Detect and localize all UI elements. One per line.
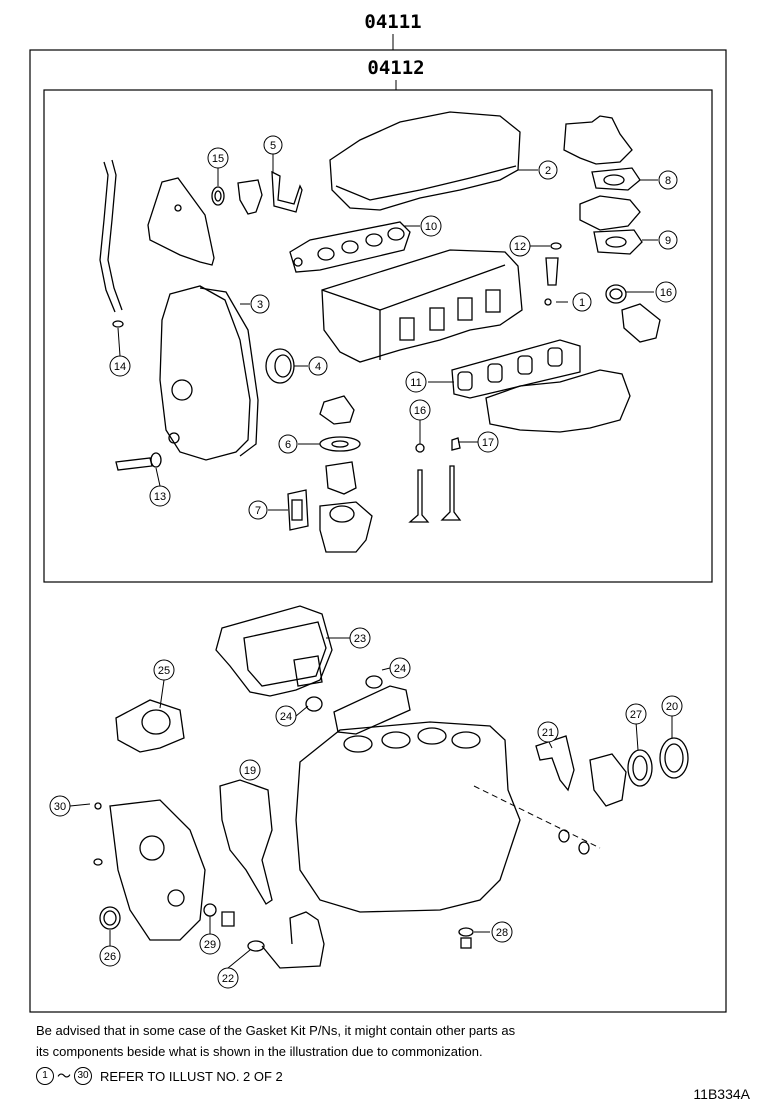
advisory-note-line-1: Be advised that in some case of the Gask… (36, 1023, 516, 1038)
drawing-id: 11B334A (693, 1086, 750, 1102)
svg-text:4: 4 (315, 361, 321, 373)
callout-24-upper: 24 (389, 657, 411, 679)
callout-25: 25 (153, 659, 175, 681)
callout-9: 9 (658, 230, 678, 250)
svg-text:23: 23 (354, 633, 366, 645)
callout-2: 2 (538, 160, 558, 180)
callout-30: 30 (49, 795, 71, 817)
outer-kit-frame (29, 49, 727, 1013)
callout-22: 22 (217, 967, 239, 989)
callout-5: 5 (263, 135, 283, 155)
svg-text:22: 22 (222, 973, 234, 985)
svg-text:15: 15 (212, 153, 224, 165)
svg-text:21: 21 (542, 727, 554, 739)
callout-16-lower: 16 (409, 399, 431, 421)
svg-text:5: 5 (270, 140, 276, 152)
callout-4: 4 (308, 356, 328, 376)
svg-text:14: 14 (114, 361, 126, 373)
callout-27: 27 (625, 703, 647, 725)
svg-text:13: 13 (154, 491, 166, 503)
svg-text:29: 29 (204, 939, 216, 951)
range-end-callout: 30 (74, 1067, 92, 1085)
svg-text:25: 25 (158, 665, 170, 677)
svg-text:9: 9 (665, 235, 671, 247)
callout-6: 6 (278, 434, 298, 454)
svg-text:17: 17 (482, 437, 494, 449)
upper-parts-art (99, 111, 661, 553)
svg-text:24: 24 (394, 663, 406, 675)
callout-11: 11 (405, 371, 427, 393)
svg-text:28: 28 (496, 927, 508, 939)
callout-23: 23 (349, 627, 371, 649)
callout-3: 3 (250, 294, 270, 314)
svg-text:30: 30 (54, 801, 66, 813)
callout-24-lower: 24 (275, 705, 297, 727)
svg-text:26: 26 (104, 951, 116, 963)
refer-note: 1 ～ 30 REFER TO ILLUST NO. 2 OF 2 (36, 1066, 283, 1086)
svg-text:6: 6 (285, 439, 291, 451)
inner-part-number: 04112 (367, 57, 424, 79)
callout-17: 17 (477, 431, 499, 453)
advisory-note-line-2: its components beside what is shown in t… (36, 1044, 483, 1059)
svg-text:24: 24 (280, 711, 292, 723)
refer-text: REFER TO ILLUST NO. 2 OF 2 (100, 1068, 283, 1084)
callout-21: 21 (537, 721, 559, 743)
svg-text:3: 3 (257, 299, 263, 311)
range-separator: ～ (57, 1068, 71, 1084)
svg-text:19: 19 (244, 765, 256, 777)
callout-16-upper: 16 (655, 281, 677, 303)
callout-10: 10 (420, 215, 442, 237)
callout-15: 15 (207, 147, 229, 169)
svg-text:20: 20 (666, 701, 678, 713)
svg-text:1: 1 (579, 297, 585, 309)
callout-1: 1 (572, 292, 592, 312)
leader-lines (69, 154, 673, 969)
svg-text:7: 7 (255, 505, 261, 517)
svg-text:27: 27 (630, 709, 642, 721)
svg-text:12: 12 (514, 241, 526, 253)
callout-26: 26 (99, 945, 121, 967)
callout-19: 19 (239, 759, 261, 781)
callout-12: 12 (509, 235, 531, 257)
svg-text:16: 16 (414, 405, 426, 417)
callout-20: 20 (661, 695, 683, 717)
svg-text:8: 8 (665, 175, 671, 187)
svg-text:16: 16 (660, 287, 672, 299)
callout-14: 14 (109, 355, 131, 377)
outer-part-number: 04111 (364, 11, 421, 33)
lower-parts-art (93, 605, 689, 969)
svg-text:2: 2 (545, 165, 551, 177)
callout-13: 13 (149, 485, 171, 507)
range-start-callout: 1 (36, 1067, 54, 1085)
callout-29: 29 (199, 933, 221, 955)
callout-8: 8 (658, 170, 678, 190)
inner-kit-frame (43, 89, 713, 583)
callout-28: 28 (491, 921, 513, 943)
svg-text:10: 10 (425, 221, 437, 233)
callout-circles: 1 2 3 4 5 6 7 8 9 10 11 12 13 14 15 16 1… (49, 135, 683, 989)
callout-7: 7 (248, 500, 268, 520)
svg-text:11: 11 (410, 377, 421, 389)
